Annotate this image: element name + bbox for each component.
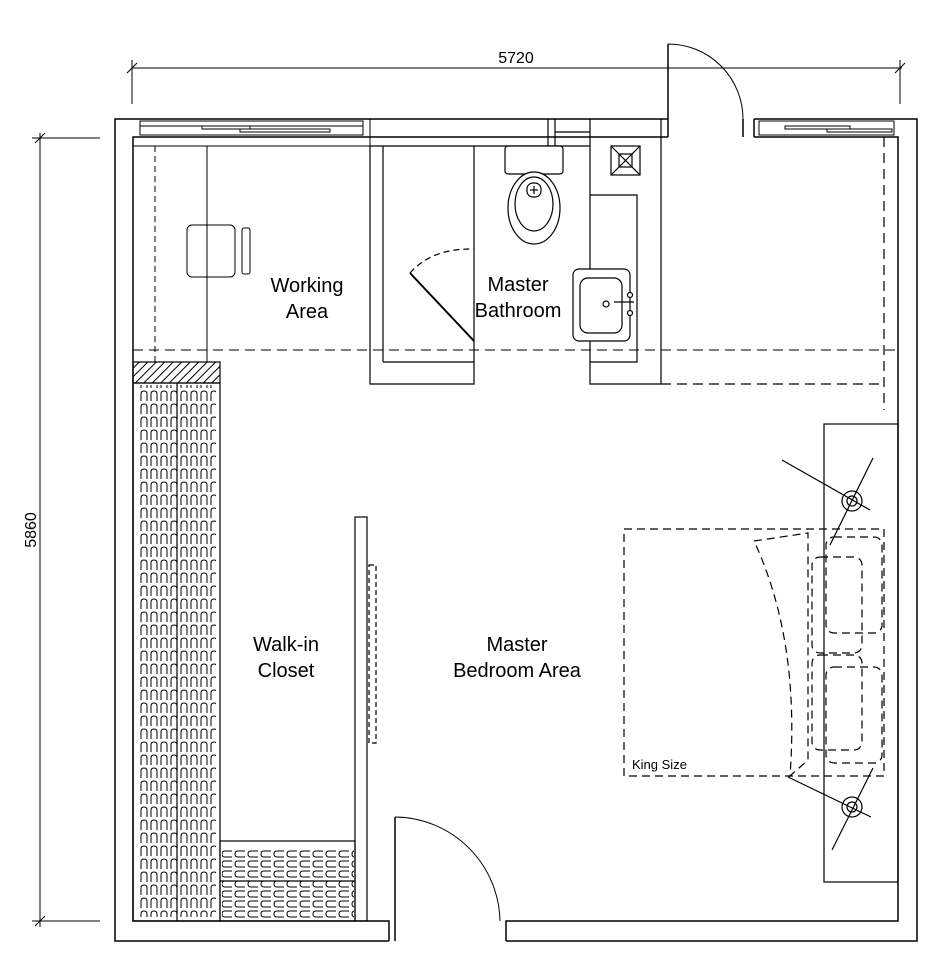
lamp-icon-bottom — [787, 767, 874, 851]
sink-icon — [572, 268, 634, 342]
working-area-label-2: Area — [286, 301, 329, 323]
dimension-height-label: 5860 — [23, 512, 40, 548]
window-top-left — [139, 119, 371, 146]
toilet-icon — [504, 145, 564, 245]
closet-label-2: Closet — [258, 660, 315, 682]
walk-in-closet — [132, 361, 377, 922]
dimension-top — [126, 60, 906, 104]
bedside-wall-panel — [823, 423, 899, 883]
dimension-width-label: 5720 — [498, 50, 534, 67]
bathroom-label-1: Master — [487, 274, 548, 296]
window-top-right — [758, 120, 895, 136]
bedroom-label-2: Bedroom Area — [453, 660, 582, 682]
entrance-door-bottom — [394, 816, 501, 941]
bed-size-label: King Size — [632, 757, 687, 772]
bed-king-size — [623, 528, 885, 778]
bathroom-label-2: Bathroom — [475, 300, 562, 322]
entrance-door-top — [667, 43, 744, 120]
working-area — [133, 145, 898, 362]
bedroom-label-1: Master — [486, 634, 547, 656]
master-bathroom — [369, 119, 885, 410]
working-area-label-1: Working — [271, 275, 344, 297]
closet-label-1: Walk-in — [253, 634, 319, 656]
lamp-icon-top — [781, 457, 874, 546]
dimension-left — [32, 132, 100, 927]
